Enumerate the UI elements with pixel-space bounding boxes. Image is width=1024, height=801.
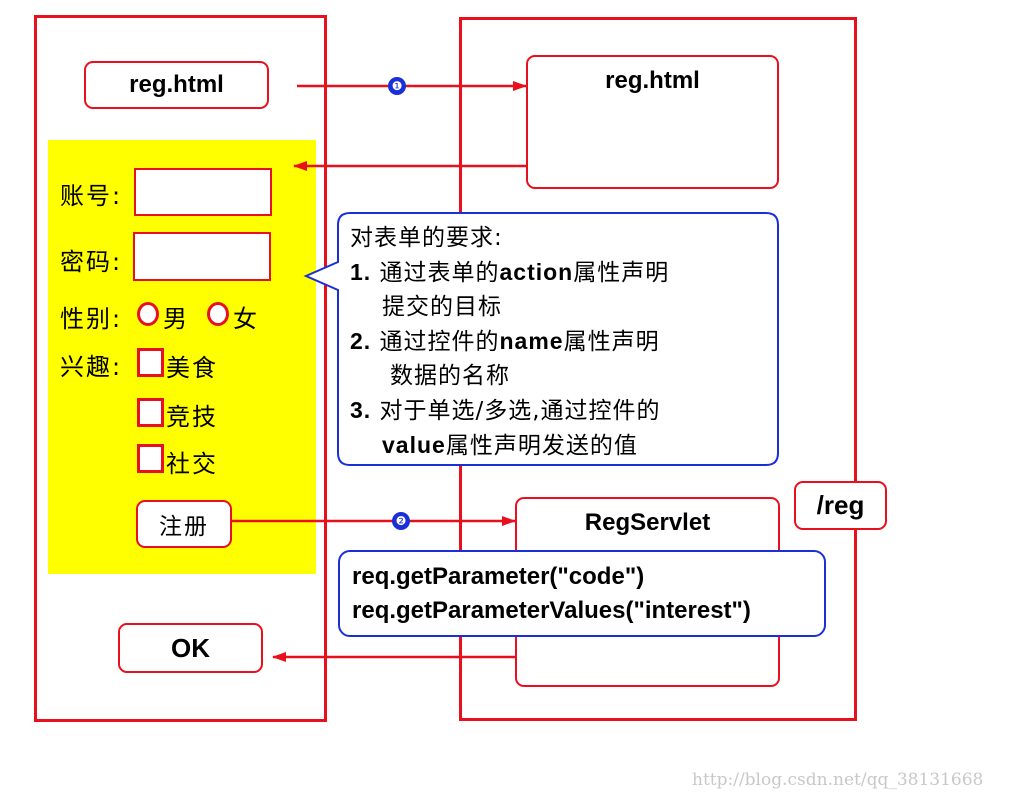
interest-option-food: 美食: [166, 354, 218, 382]
gender-option-female: 女: [233, 305, 259, 333]
reg-html-button[interactable]: reg.html: [84, 61, 269, 109]
password-input[interactable]: [133, 232, 271, 281]
requirements-title: 对表单的要求:: [350, 225, 503, 251]
password-label: 密码:: [60, 248, 123, 276]
ok-result-button[interactable]: OK: [118, 623, 263, 673]
register-button[interactable]: 注册: [136, 500, 232, 548]
requirement-3: 3. 对于单选/多选,通过控件的: [350, 397, 661, 424]
account-label: 账号:: [60, 182, 123, 210]
interest-checkbox-food[interactable]: [137, 348, 164, 377]
gender-radio-male[interactable]: [137, 302, 159, 326]
requirements-note: 对表单的要求: 1. 通过表单的action属性声明 提交的目标 2. 通过控件…: [350, 221, 774, 463]
requirement-1: 1. 通过表单的action属性声明: [350, 259, 670, 286]
interest-option-competition: 竞技: [166, 403, 218, 431]
step-2-number: ❷: [395, 514, 407, 528]
step-1-number: ❶: [391, 79, 403, 93]
requirement-1-continued: 提交的目标: [382, 294, 502, 320]
ok-result-label: OK: [171, 632, 210, 663]
step-2-marker: [392, 512, 410, 530]
servlet-path-box: /reg: [794, 481, 887, 530]
interest-checkbox-social[interactable]: [137, 444, 164, 473]
server-reg-html-label: reg.html: [605, 67, 700, 94]
account-input[interactable]: [134, 168, 272, 216]
code-note: req.getParameter("code") req.getParamete…: [338, 550, 826, 637]
requirements-callout: [303, 212, 779, 466]
regservlet-label: RegServlet: [584, 509, 711, 536]
requirement-2-continued: 数据的名称: [390, 363, 510, 389]
interest-option-social: 社交: [166, 450, 218, 478]
gender-option-male: 男: [163, 305, 189, 333]
server-reg-html-box: reg.html: [526, 55, 779, 189]
requirement-3-continued: value属性声明发送的值: [382, 432, 638, 459]
watermark-text: http://blog.csdn.net/qq_38131668: [692, 770, 984, 790]
servlet-path-label: /reg: [816, 490, 865, 520]
code-line-1: req.getParameter("code"): [352, 563, 645, 590]
code-line-2: req.getParameterValues("interest"): [352, 597, 751, 624]
step-1-marker: [388, 77, 406, 95]
reg-html-button-label: reg.html: [129, 71, 224, 98]
gender-label: 性别:: [60, 305, 123, 333]
gender-radio-female[interactable]: [207, 302, 229, 326]
interest-checkbox-competition[interactable]: [137, 398, 164, 427]
requirement-2: 2. 通过控件的name属性声明: [350, 328, 660, 355]
register-button-label: 注册: [159, 514, 209, 540]
interest-label: 兴趣:: [60, 353, 123, 381]
